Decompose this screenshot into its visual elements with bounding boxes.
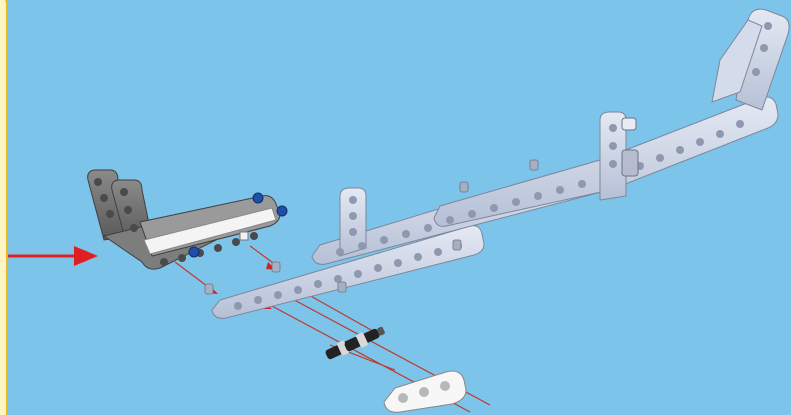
black-friction-pins (324, 324, 387, 362)
gray-angled-beam-subassembly (88, 170, 287, 269)
long-liftarm-chain (205, 9, 789, 318)
white-3-hole-liftarm (384, 371, 466, 412)
arrow-right-icon (8, 246, 98, 266)
